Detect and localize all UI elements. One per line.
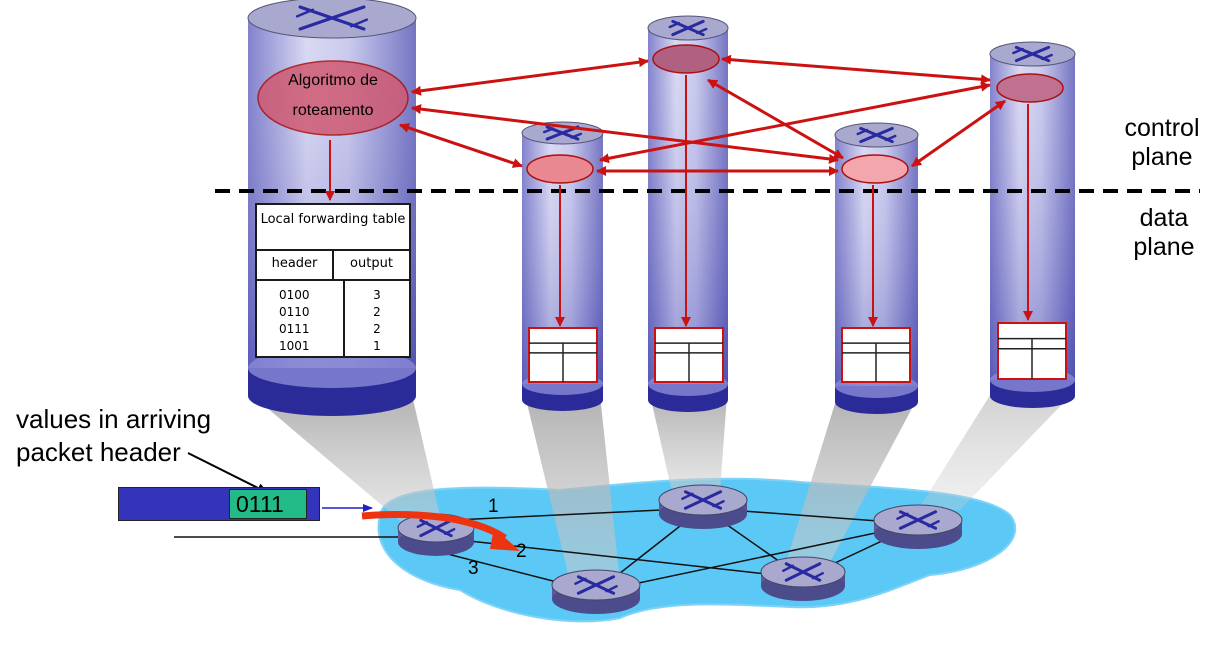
control-arrows bbox=[399, 54, 1006, 176]
network-router bbox=[658, 484, 748, 529]
network-router bbox=[551, 569, 641, 614]
mini-forwarding-tables bbox=[528, 322, 1067, 383]
arrow-tips bbox=[782, 564, 824, 580]
routing-algorithm-label: Algoritmo de roteamento bbox=[288, 72, 378, 119]
forwarding-table-title: Local forwarding table bbox=[257, 205, 409, 251]
arrow-tips bbox=[896, 512, 940, 528]
control-beams bbox=[252, 392, 1074, 582]
arrow-tips bbox=[574, 577, 618, 593]
control-agent-4 bbox=[841, 154, 909, 184]
table-arrows bbox=[325, 75, 1033, 327]
router-icon bbox=[681, 490, 725, 510]
control-plane-label: control plane bbox=[1124, 114, 1200, 171]
port-label-1: 1 bbox=[488, 496, 499, 517]
mini-table bbox=[841, 327, 911, 383]
table-cell: 2 bbox=[373, 305, 381, 319]
network-routers bbox=[397, 484, 963, 614]
router-icon bbox=[1012, 45, 1053, 63]
local-forwarding-table: Local forwarding table header output 010… bbox=[255, 203, 411, 358]
forwarding-arrowhead bbox=[490, 528, 520, 551]
table-cell: 1001 bbox=[279, 339, 310, 353]
beam-5 bbox=[918, 392, 1074, 510]
router-icon bbox=[295, 5, 369, 31]
packet-header-value: 0111 bbox=[229, 489, 307, 519]
routing-algorithm-ellipse bbox=[257, 60, 409, 136]
network-router bbox=[873, 504, 963, 549]
arriving-header-label: values in arriving packet header bbox=[16, 404, 212, 467]
column-output: output bbox=[350, 256, 393, 271]
header-values: 0100 0110 0111 1001 bbox=[257, 281, 345, 358]
mini-table bbox=[654, 327, 724, 383]
table-cell: 3 bbox=[373, 288, 381, 302]
data-plane-label: data plane bbox=[1133, 204, 1195, 261]
arriving-packet: 0111 bbox=[118, 487, 320, 521]
router-icon bbox=[416, 518, 456, 538]
beam-3 bbox=[650, 395, 727, 492]
arrow-tips bbox=[416, 521, 456, 535]
router-icon bbox=[896, 510, 940, 530]
arrow-tips bbox=[295, 8, 369, 28]
port-label-2: 2 bbox=[516, 541, 527, 562]
table-cell: 2 bbox=[373, 322, 381, 336]
link-port2 bbox=[459, 539, 804, 579]
output-values: 3 2 2 1 bbox=[345, 281, 409, 358]
mini-table bbox=[528, 327, 598, 383]
beam-1 bbox=[252, 395, 442, 525]
table-cell: 1 bbox=[373, 339, 381, 353]
column-header: header bbox=[257, 251, 334, 279]
control-agent-5 bbox=[996, 73, 1064, 103]
table-cell: 0111 bbox=[279, 322, 310, 336]
port-label-3: 3 bbox=[468, 558, 479, 579]
forwarding-path bbox=[361, 511, 507, 541]
router-icon bbox=[782, 562, 824, 582]
table-cell: 0110 bbox=[279, 305, 310, 319]
arrow-tips bbox=[668, 21, 708, 35]
control-agent-2 bbox=[526, 154, 594, 184]
arrow-tips bbox=[1012, 47, 1053, 61]
beam-2 bbox=[525, 395, 620, 582]
network-router bbox=[760, 556, 846, 601]
mini-table bbox=[997, 322, 1067, 380]
callout-arrow bbox=[187, 452, 269, 494]
router-icon bbox=[668, 19, 708, 37]
control-agent-3 bbox=[652, 44, 720, 74]
router-icon bbox=[574, 575, 618, 595]
arrow-tips bbox=[681, 492, 725, 508]
table-cell: 0100 bbox=[279, 288, 310, 302]
beam-4 bbox=[785, 397, 918, 566]
